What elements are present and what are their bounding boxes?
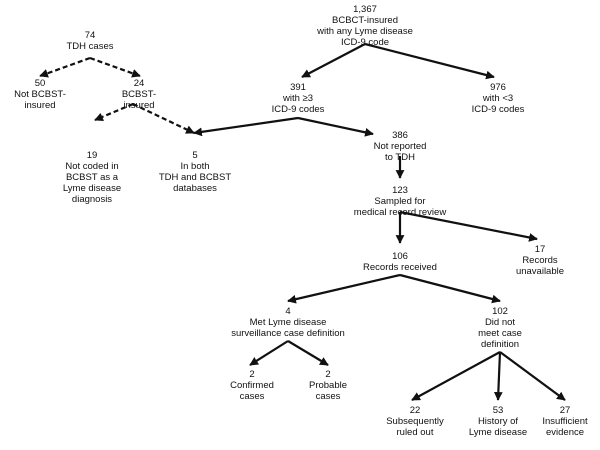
- arrow-bcbst_insured-to-not_coded: [94, 102, 134, 122]
- node-not-reported: 386 Not reported to TDH: [367, 130, 433, 163]
- node-bcbct-insured: 1,367 BCBCT-insured with any Lyme diseas…: [305, 4, 425, 48]
- node-count: 17: [534, 244, 546, 255]
- node-count: 22: [409, 405, 421, 416]
- node-count: 50: [34, 78, 46, 89]
- node-count: 386: [392, 130, 408, 141]
- arrow-tdh-to-not_bcbst: [39, 56, 91, 78]
- arrow-ge3-to-not_reported: [297, 116, 374, 137]
- node-records-received: 106 Records received: [355, 251, 445, 273]
- node-count: 2: [325, 369, 331, 380]
- arrow-met-to-probable: [287, 340, 329, 366]
- arrow-tdh-to-bcbst_insured: [89, 56, 141, 78]
- arrow-not_met-to-history: [493, 351, 503, 401]
- node-count: 19: [86, 150, 98, 161]
- node-label: BCBCT-insured with any Lyme disease ICD-…: [317, 15, 413, 48]
- arrow-sampled-to-unavailable: [399, 210, 538, 242]
- node-label: Not BCBST- insured: [14, 89, 66, 111]
- node-count: 27: [559, 405, 571, 416]
- node-count: 5: [192, 150, 198, 161]
- node-label: Records unavailable: [515, 255, 565, 277]
- arrow-received-to-met: [287, 273, 401, 304]
- node-count: 123: [392, 185, 408, 196]
- node-met-definition: 4 Met Lyme disease surveillance case def…: [218, 306, 358, 339]
- node-count: 106: [392, 251, 408, 262]
- node-label: with <3 ICD-9 codes: [471, 93, 525, 115]
- node-count: 4: [285, 306, 291, 317]
- node-label: Records received: [363, 262, 437, 273]
- arrow-bcbct-to-ge3: [301, 43, 366, 78]
- arrow-bcbct-to-lt3: [364, 42, 495, 80]
- node-in-both-databases: 5 In both TDH and BCBST databases: [150, 150, 240, 194]
- node-count: 53: [492, 405, 504, 416]
- node-lt3-codes: 976 with <3 ICD-9 codes: [466, 82, 530, 115]
- arrow-not_met-to-ruled_out: [411, 351, 501, 401]
- node-count: 102: [492, 306, 508, 317]
- node-ruled-out: 22 Subsequently ruled out: [378, 405, 452, 438]
- node-count: 74: [84, 30, 96, 41]
- node-label: History of Lyme disease: [468, 416, 528, 438]
- node-label: In both TDH and BCBST databases: [158, 161, 232, 194]
- node-confirmed-cases: 2 Confirmed cases: [224, 369, 280, 402]
- node-sampled: 123 Sampled for medical record review: [345, 185, 455, 218]
- node-not-coded: 19 Not coded in BCBST as a Lyme disease …: [54, 150, 130, 205]
- node-count: 976: [490, 82, 506, 93]
- node-label: Not reported to TDH: [373, 141, 427, 163]
- node-not-bcbst-insured: 50 Not BCBST- insured: [8, 78, 72, 111]
- node-probable-cases: 2 Probable cases: [300, 369, 356, 402]
- node-label: with ≥3 ICD-9 codes: [271, 93, 325, 115]
- node-count: 24: [133, 78, 145, 89]
- node-label: BCBST- insured: [121, 89, 157, 111]
- node-bcbst-insured: 24 BCBST- insured: [111, 78, 167, 111]
- node-label: Probable cases: [308, 380, 348, 402]
- arrow-bcbst_insured-to-both_db: [132, 103, 195, 134]
- node-insufficient-evidence: 27 Insufficient evidence: [534, 405, 596, 438]
- node-label: Sampled for medical record review: [353, 196, 447, 218]
- arrow-met-to-confirmed: [249, 340, 289, 366]
- node-tdh-cases: 74 TDH cases: [55, 30, 125, 52]
- node-label: Did not meet case definition: [478, 317, 522, 350]
- node-ge3-codes: 391 with ≥3 ICD-9 codes: [268, 82, 328, 115]
- node-records-unavailable: 17 Records unavailable: [510, 244, 570, 277]
- node-did-not-meet-definition: 102 Did not meet case definition: [467, 306, 533, 350]
- node-count: 2: [249, 369, 255, 380]
- node-history-lyme: 53 History of Lyme disease: [458, 405, 538, 438]
- arrow-received-to-not_met: [399, 273, 501, 304]
- arrow-ge3-to-both_db: [193, 116, 299, 137]
- node-label: Confirmed cases: [230, 380, 274, 402]
- node-label: Subsequently ruled out: [386, 416, 444, 438]
- node-label: TDH cases: [66, 41, 114, 52]
- node-count: 391: [290, 82, 306, 93]
- node-label: Not coded in BCBST as a Lyme disease dia…: [62, 161, 122, 205]
- node-label: Met Lyme disease surveillance case defin…: [231, 317, 345, 339]
- arrow-not_met-to-insufficient: [499, 351, 566, 401]
- node-count: 1,367: [353, 4, 377, 15]
- node-label: Insufficient evidence: [542, 416, 588, 438]
